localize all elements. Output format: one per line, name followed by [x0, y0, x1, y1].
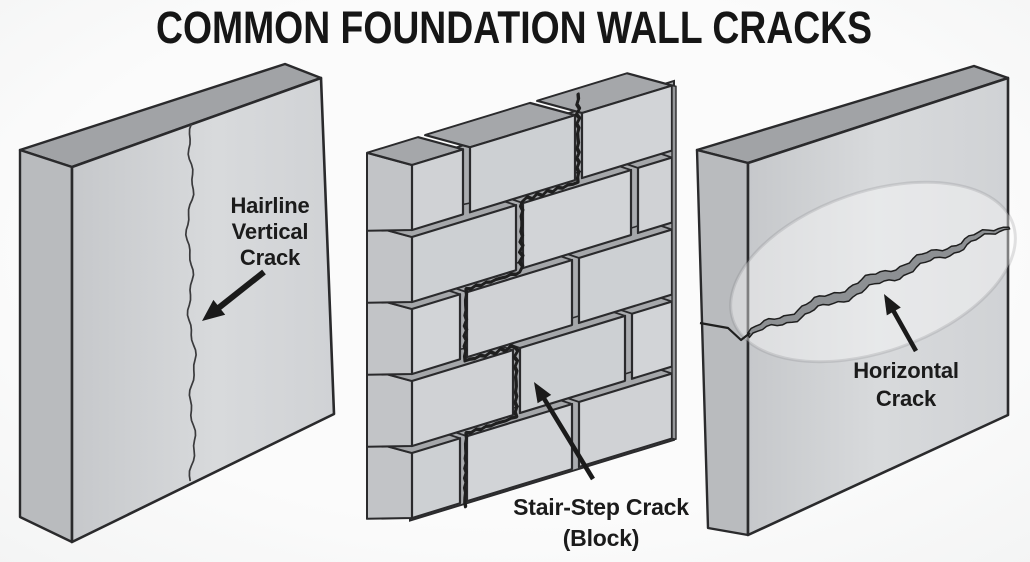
- label-line: Horizontal: [853, 358, 959, 383]
- stair-step-crack: [462, 92, 582, 509]
- diagram-title: COMMON FOUNDATION WALL CRACKS: [156, 2, 872, 53]
- label-line: Hairline: [230, 193, 310, 218]
- label-line: Vertical: [231, 219, 309, 244]
- label-line: Crack: [239, 245, 301, 270]
- label-line: Crack: [875, 386, 937, 411]
- hairline-crack: [184, 123, 197, 482]
- block-wall: [366, 72, 677, 522]
- horizontal-crack-tail: [699, 321, 751, 342]
- hairline-vertical-crack-label: Hairline Vertical Crack: [180, 193, 360, 271]
- left-wall: [18, 62, 336, 544]
- horizontal-crack-arrow: [884, 294, 919, 353]
- horizontal-crack-label: Horizontal Crack: [828, 357, 984, 413]
- stair-step-crack-label: Stair-Step Crack (Block): [494, 492, 708, 554]
- right-wall: [695, 64, 1017, 537]
- label-line: Stair-Step Crack: [513, 494, 689, 520]
- label-line: (Block): [562, 525, 640, 551]
- horizontal-crack: [746, 226, 1011, 339]
- stair-step-crack-arrow: [534, 382, 595, 481]
- hairline-crack-arrow: [202, 269, 266, 321]
